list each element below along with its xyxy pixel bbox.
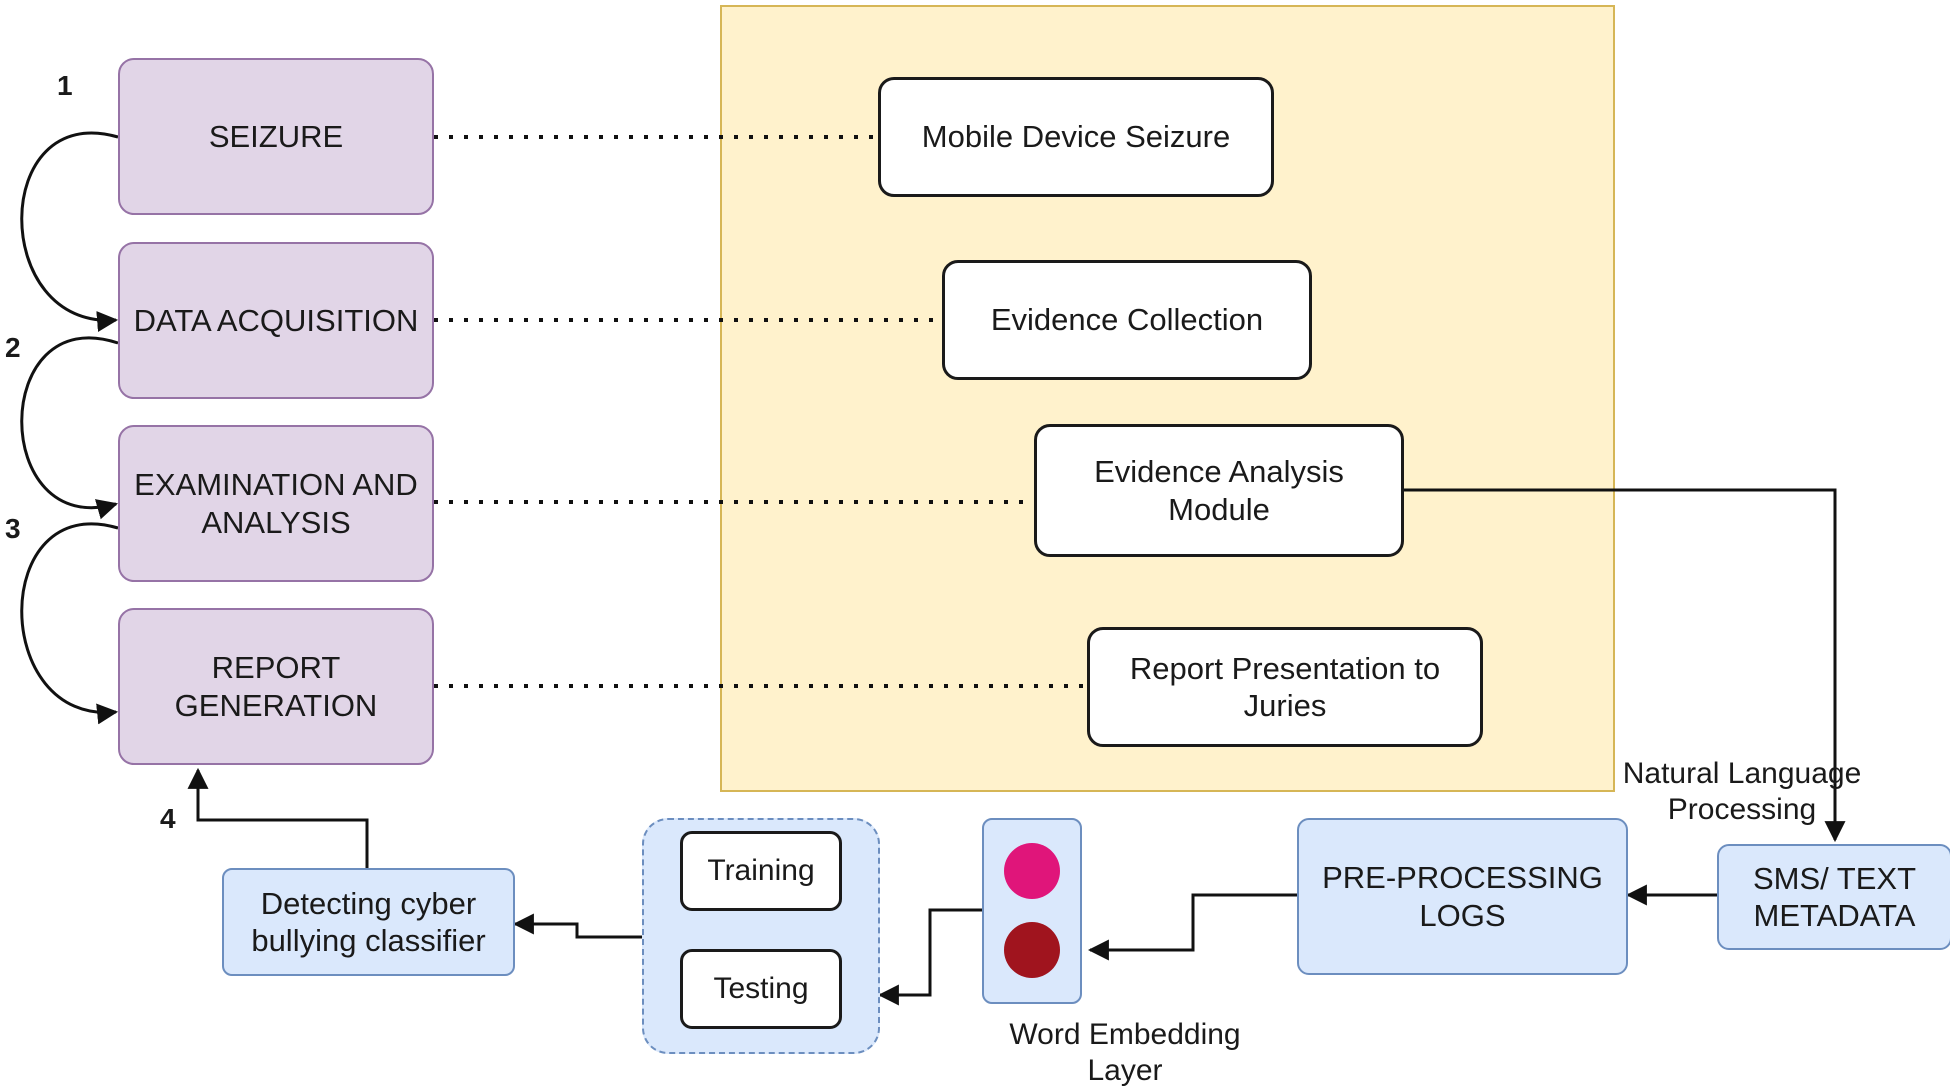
word-embedding-label: Word Embedding Layer <box>1009 1018 1241 1087</box>
embedding-node-red <box>1004 922 1060 978</box>
step-number-1: 1 <box>57 70 73 101</box>
step-number-2: 2 <box>5 332 21 363</box>
flow-arrow-3-4 <box>20 522 119 725</box>
stage-data-acquisition: DATA ACQUISITION <box>118 242 434 399</box>
arrow-classifier-to-report <box>187 767 369 868</box>
testing-box: Testing <box>680 949 842 1029</box>
module-mobile-device-seizure: Mobile Device Seizure <box>878 77 1274 197</box>
cyberbullying-classifier: Detecting cyber bullying classifier <box>222 868 515 976</box>
arrow-analysis-to-sms <box>1403 488 1846 843</box>
flow-arrow-2-3 <box>20 336 119 520</box>
stage-seizure: SEIZURE <box>118 58 434 215</box>
step-number-4: 4 <box>160 803 176 834</box>
flow-arrow-1-2 <box>20 131 119 332</box>
module-report-presentation: Report Presentation to Juries <box>1087 627 1483 747</box>
stage-examination-analysis: EXAMINATION AND ANALYSIS <box>118 425 434 582</box>
training-box: Training <box>680 831 842 911</box>
arrow-group-to-classifier <box>512 913 642 939</box>
module-evidence-collection: Evidence Collection <box>942 260 1312 380</box>
preprocessing-logs: PRE-PROCESSING LOGS <box>1297 818 1628 975</box>
stage-report-generation: REPORT GENERATION <box>118 608 434 765</box>
embedding-node-pink <box>1004 843 1060 899</box>
module-evidence-analysis: Evidence Analysis Module <box>1034 424 1404 557</box>
arrow-embedding-to-testing <box>877 908 982 1006</box>
nlp-label: Natural Language Processing <box>1622 757 1862 826</box>
step-number-3: 3 <box>5 513 21 544</box>
sms-text-metadata: SMS/ TEXT METADATA <box>1717 844 1950 950</box>
arrow-preprocessing-to-embedding <box>1087 893 1297 961</box>
